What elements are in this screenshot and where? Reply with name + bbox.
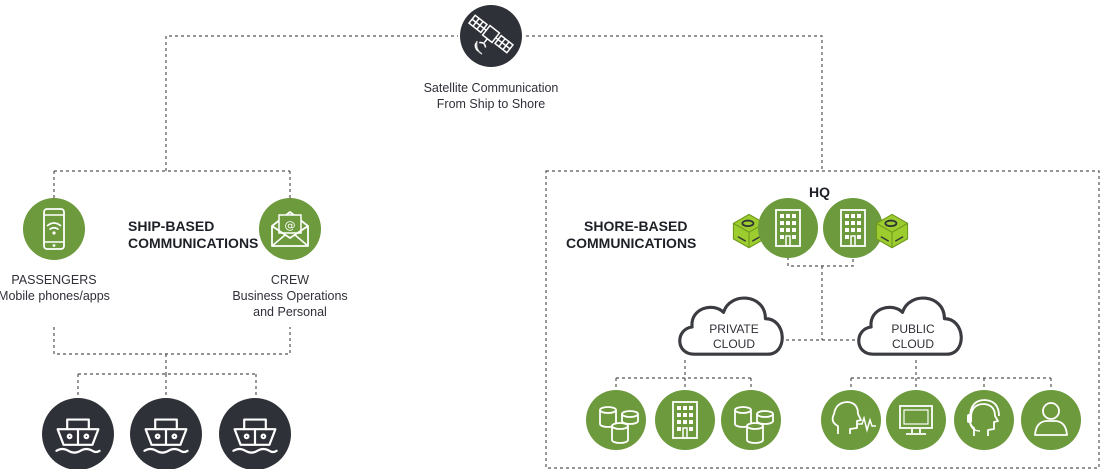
svg-text:@: @ [285, 219, 296, 232]
ship-heading-line2: COMMUNICATIONS [128, 235, 259, 251]
public-cloud-line2: CLOUD [891, 337, 934, 351]
crew-label-line3: and Personal [253, 305, 327, 319]
shore-heading-line1: SHORE-BASED [584, 218, 688, 234]
user-icon [1021, 390, 1081, 450]
private-cloud-label: PRIVATE CLOUD [694, 322, 774, 352]
smartphone-wifi-icon [23, 198, 85, 260]
private-cloud-line2: CLOUD [712, 337, 755, 351]
building-icon [823, 198, 883, 258]
satellite-label-line2: From Ship to Shore [436, 97, 546, 111]
ship-heading-line1: SHIP-BASED [128, 218, 215, 234]
voice-icon [821, 390, 881, 450]
envelope-email-icon: @ [259, 198, 321, 260]
building-icon [758, 198, 818, 258]
ship-icon [42, 398, 114, 469]
monitor-icon [886, 390, 946, 450]
satellite-icon [460, 5, 522, 67]
satellite-label: Satellite Communication From Ship to Sho… [405, 80, 577, 112]
crew-label-line1: CREW [270, 273, 310, 287]
satellite-label-line1: Satellite Communication [423, 81, 559, 95]
ship-icon [219, 398, 291, 469]
passengers-label: PASSENGERS Mobile phones/apps [0, 272, 114, 304]
database-icon [721, 390, 781, 450]
public-cloud-label: PUBLIC CLOUD [873, 322, 953, 352]
ship-icon [130, 398, 202, 469]
crew-label: CREW Business Operations and Personal [220, 272, 360, 320]
passengers-label-line2: Mobile phones/apps [0, 289, 110, 303]
private-cloud-line1: PRIVATE [709, 322, 759, 336]
passengers-label-line1: PASSENGERS [11, 273, 97, 287]
database-icon [586, 390, 646, 450]
crew-label-line2: Business Operations [232, 289, 348, 303]
public-cloud-line1: PUBLIC [891, 322, 935, 336]
building-icon [655, 390, 715, 450]
shore-heading-line2: COMMUNICATIONS [566, 235, 697, 251]
hq-label: HQ [809, 184, 830, 200]
headset-icon [954, 390, 1014, 450]
